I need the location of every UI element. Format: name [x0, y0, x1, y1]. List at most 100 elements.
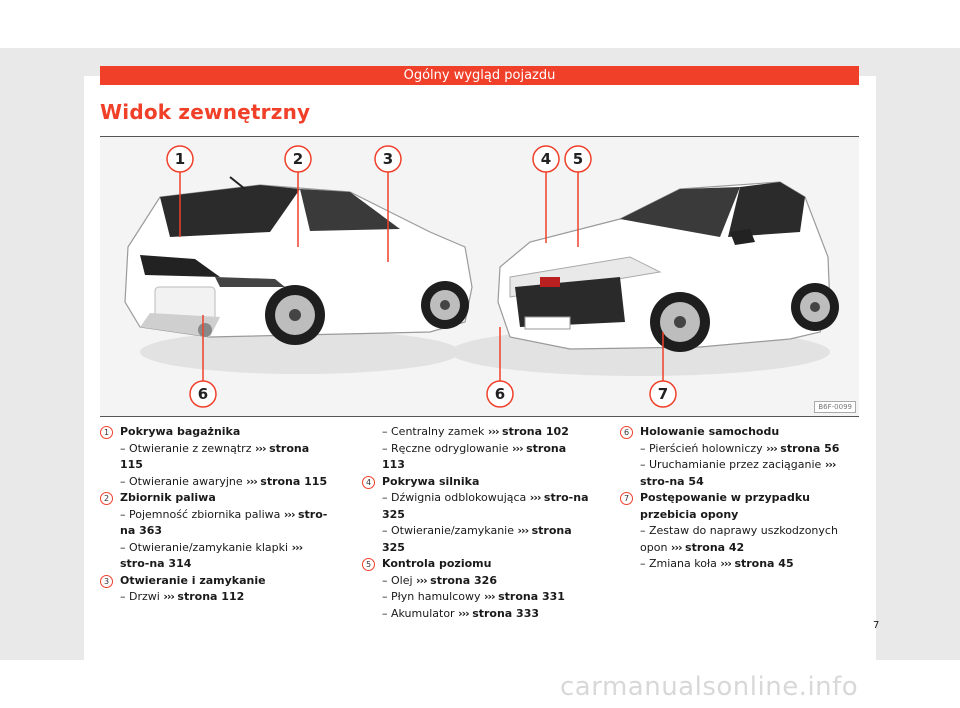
callout-label-7: 7	[658, 385, 668, 403]
legend-line-text: – Olej	[382, 573, 417, 587]
legend-line-text: – Pojemność zbiornika paliwa	[120, 507, 284, 521]
legend-line-text: – Drzwi	[120, 590, 164, 603]
legend-line: – Pojemność zbiornika paliwa ››› stro-na…	[100, 507, 330, 540]
legend-line-text: – Zestaw do naprawy uszkodzonych opon	[640, 524, 838, 554]
cross-reference-arrow-icon: ›››	[483, 590, 496, 603]
cross-reference-arrow-icon: ›››	[458, 606, 470, 620]
page-reference-link[interactable]: strona 102	[502, 425, 569, 438]
legend-column-3: 6 Holowanie samochodu – Pierścień holownic…	[620, 424, 850, 573]
legend-line: – Drzwi ››› strona 112	[100, 589, 330, 606]
cross-reference-arrow-icon: ›››	[766, 441, 778, 455]
page-reference-link[interactable]: strona 112	[177, 590, 245, 603]
vehicle-exterior-figure: 1 2 3 4 5 6 6 7 B6F-0099	[100, 136, 859, 417]
chapter-header: Ogólny wygląd pojazdu	[100, 66, 859, 85]
page-reference-link[interactable]: stro-na 314	[120, 557, 192, 570]
section-title: Widok zewnętrzny	[100, 100, 311, 124]
front-car-icon	[497, 181, 839, 352]
legend-column-2: – Centralny zamek ››› strona 102– Ręczne…	[362, 424, 592, 622]
page-reference-link[interactable]: strona 115	[120, 441, 310, 472]
callout-label-3: 3	[383, 150, 393, 168]
cross-reference-arrow-icon: ›››	[254, 441, 267, 455]
legend-item: 1 Pokrywa bagażnika	[100, 424, 330, 441]
legend-line: – Płyn hamulcowy ››› strona 331	[362, 589, 592, 606]
page-reference-link[interactable]: stro-na 363	[120, 507, 328, 538]
legend-title: Otwieranie i zamykanie	[120, 573, 266, 587]
legend-number: 1	[100, 426, 113, 439]
legend-line-text: – Uruchamianie przez zaciąganie	[640, 458, 825, 471]
page-reference-link[interactable]: strona 333	[472, 606, 540, 620]
legend-line: – Centralny zamek ››› strona 102	[362, 424, 592, 441]
legend-line: – Otwieranie/zamykanie klapki ››› stro-n…	[100, 540, 330, 573]
legend-title: Kontrola poziomu	[382, 557, 492, 570]
legend-item: 4 Pokrywa silnika	[362, 474, 592, 491]
page-reference-link[interactable]: strona 113	[382, 441, 567, 472]
page-reference-link[interactable]: strona 325	[382, 524, 572, 554]
watermark: carmanualsonline.info	[560, 672, 859, 702]
page-reference-link[interactable]: strona 42	[685, 540, 745, 554]
legend-number: 4	[362, 475, 375, 489]
legend-line: – Akumulator ››› strona 333	[362, 606, 592, 623]
legend-line: – Ręczne odryglowanie ››› strona 113	[362, 441, 592, 474]
callout-label-4: 4	[541, 150, 551, 168]
legend-line: – Dźwignia odblokowująca ››› stro-na 325	[362, 490, 592, 523]
cross-reference-arrow-icon: ›››	[720, 557, 732, 570]
callout-label-6-rear: 6	[198, 385, 208, 403]
legend-line-text: – Dźwignia odblokowująca	[382, 491, 530, 504]
legend-line-text: – Pierścień holowniczy	[640, 441, 767, 455]
legend-item: 7 Postępowanie w przypadku przebicia opon…	[620, 490, 850, 523]
legend-number: 3	[100, 574, 113, 588]
vehicle-illustration: 1 2 3 4 5 6 6 7	[124, 145, 839, 408]
legend-line-text: – Otwieranie z zewnątrz	[120, 441, 255, 455]
cross-reference-arrow-icon: ›››	[416, 573, 428, 587]
legend-line-text: – Otwieranie/zamykanie klapki	[120, 540, 292, 554]
legend-line: – Otwieranie z zewnątrz ››› strona 115	[100, 441, 330, 474]
legend-line: – Zestaw do naprawy uszkodzonych opon ››…	[620, 523, 850, 556]
cross-reference-arrow-icon: ›››	[529, 491, 542, 504]
page-reference-link[interactable]: strona 115	[260, 474, 328, 488]
rear-car-icon	[124, 176, 473, 345]
cross-reference-arrow-icon: ›››	[824, 458, 837, 471]
legend-line: – Otwieranie/zamykanie ››› strona 325	[362, 523, 592, 556]
legend-line-text: – Otwieranie/zamykanie	[382, 524, 518, 537]
callout-label-5: 5	[573, 150, 583, 168]
callout-lines	[179, 172, 664, 382]
legend-number: 7	[620, 492, 633, 505]
callout-label-2: 2	[293, 150, 303, 168]
legend-line-text: – Otwieranie awaryjne	[120, 474, 247, 488]
page-reference-link[interactable]: stro-na 54	[640, 474, 704, 488]
legend-line-text: – Centralny zamek	[382, 425, 488, 438]
callout-label-6-front: 6	[495, 385, 505, 403]
cross-reference-arrow-icon: ›››	[283, 507, 296, 521]
legend-number: 2	[100, 492, 113, 505]
legend-item: 6 Holowanie samochodu	[620, 424, 850, 441]
legend-title: Holowanie samochodu	[640, 425, 780, 438]
legend-number: 6	[620, 426, 633, 439]
cross-reference-arrow-icon: ›››	[246, 474, 258, 488]
page-reference-link[interactable]: strona 326	[430, 573, 497, 587]
legend-line: – Uruchamianie przez zaciąganie ››› stro…	[620, 457, 850, 490]
figure-code: B6F-0099	[814, 401, 856, 413]
page-reference-link[interactable]: strona 56	[780, 441, 840, 455]
legend-line: – Olej ››› strona 326	[362, 573, 592, 590]
cross-reference-arrow-icon: ›››	[512, 441, 524, 455]
cross-reference-arrow-icon: ›››	[163, 590, 175, 603]
legend-title: Postępowanie w przypadku przebicia opony	[640, 491, 810, 521]
cross-reference-arrow-icon: ›››	[291, 540, 304, 554]
legend-title: Pokrywa silnika	[382, 474, 480, 488]
legend-line: – Zmiana koła ››› strona 45	[620, 556, 850, 573]
callout-label-1: 1	[175, 150, 185, 168]
legend-line-text: – Płyn hamulcowy	[382, 590, 484, 603]
legend-line-text: – Zmiana koła	[640, 557, 721, 570]
cross-reference-arrow-icon: ›››	[517, 524, 530, 537]
page-reference-link[interactable]: strona 331	[498, 590, 565, 603]
legend-item: 3 Otwieranie i zamykanie	[100, 573, 330, 590]
cross-reference-arrow-icon: ›››	[670, 540, 683, 554]
legend-column-1: 1 Pokrywa bagażnika – Otwieranie z zewnątr…	[100, 424, 330, 606]
legend-title: Pokrywa bagażnika	[120, 425, 241, 438]
page-reference-link[interactable]: strona 45	[734, 557, 794, 570]
legend-line-text: – Akumulator	[382, 606, 459, 620]
legend-line: – Pierścień holowniczy ››› strona 56	[620, 441, 850, 458]
page-reference-link[interactable]: stro-na 325	[382, 491, 589, 521]
